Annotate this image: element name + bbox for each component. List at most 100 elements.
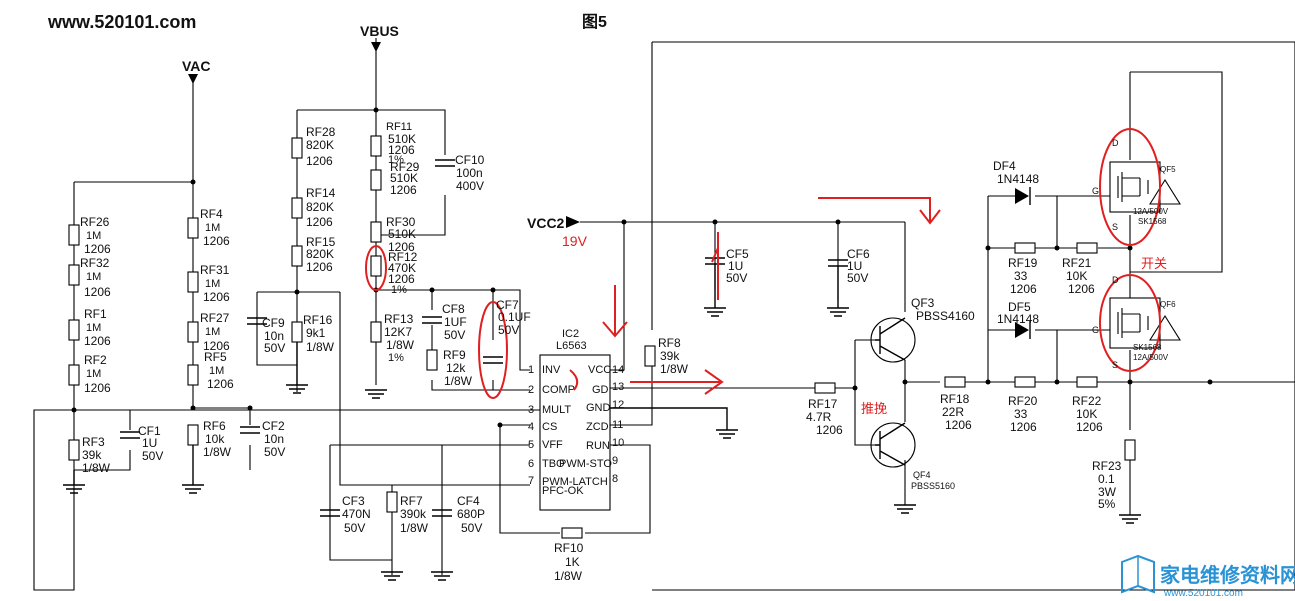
label-qf4: QF4 [913,470,931,480]
pkg-rf17: 1206 [816,423,843,437]
pkg-rf2: 1206 [84,381,111,395]
pkg-rf26: 1206 [84,242,111,256]
vcc2-arrow-icon [566,216,580,228]
pkg-rf19: 1206 [1010,282,1037,296]
label-cf6: CF6 [847,247,870,261]
note-push-pull: 推挽 [861,401,887,416]
label-rf5: RF5 [204,350,227,364]
diode-df5 [1015,321,1031,339]
value-cf8: 1UF [444,315,467,329]
power-rf23: 3W [1098,485,1117,499]
value-rf9: 12k [446,361,466,375]
value-rf22: 10K [1076,407,1097,421]
value-rf3: 39k [82,448,102,462]
ic-pin-num: 13 [612,381,624,393]
value-rf2: 1M [86,368,101,380]
red-annotations [365,128,1161,399]
ic-pin-num: 11 [612,419,623,431]
rating-cf8: 50V [444,328,465,342]
ic-pin-num: 8 [612,473,618,485]
ic-pins-right: 14 VCC 13 GD 12 GND 11 ZCD 10 RUN 9 PWM-… [542,364,624,488]
pkg-rf14: 1206 [306,215,333,229]
label-cf2: CF2 [262,419,285,433]
capacitor-plates [120,159,848,517]
ic-pin-name: VFF [542,439,563,451]
part-df5: 1N4148 [997,312,1039,326]
label-rf12: RF12 [388,250,418,264]
value-rf17: 4.7R [806,410,832,424]
value-cf2: 10n [264,432,284,446]
label-rf1: RF1 [84,307,107,321]
ic-pin-num: 2 [528,384,534,396]
pkg-rf7: 1/8W [400,521,429,535]
label-qf5: QF5 [1160,165,1176,174]
value-rf12: 470K [388,261,416,275]
value-rf29: 510K [390,171,418,185]
value-rf23: 0.1 [1098,472,1115,486]
value-rf31: 1M [205,278,220,290]
rating-cf3: 50V [344,521,365,535]
ic-pin-num: 12 [612,399,624,411]
label-cf1: CF1 [138,424,161,438]
ic-pin-name: COMP [542,384,575,396]
value-rf6: 10k [205,432,225,446]
part-qf3: PBSS4160 [916,309,975,323]
highlight-cf7 [478,301,508,399]
value-rf7: 390k [400,507,427,521]
value-rf11: 510K [388,132,416,146]
rating-cf6: 50V [847,271,868,285]
label-rf15: RF15 [306,235,336,249]
label-rf22: RF22 [1072,394,1102,408]
label-rf17: RF17 [808,397,838,411]
rating-qf5: 12A/500V [1133,207,1169,216]
pkg-rf9: 1/8W [444,374,473,388]
pkg-rf16: 1/8W [306,340,335,354]
red-arrow-down-icon [602,285,628,338]
ic-pin-num: 7 [528,475,534,487]
label-rf29: RF29 [390,160,420,174]
label-cf3: CF3 [342,494,365,508]
value-cf4: 680P [457,507,485,521]
tol-rf23: 5% [1098,497,1116,511]
label-cf5: CF5 [726,247,749,261]
red-mark-cf5 [711,232,719,300]
pkg-rf12: 1206 [388,272,415,286]
diode-df4 [1015,187,1031,205]
value-rf13: 12K7 [384,325,412,339]
ic-pin-name: MULT [542,404,571,416]
ic-pin-num: 9 [612,455,618,467]
label-rf26: RF26 [80,215,110,229]
label-rf3: RF3 [82,435,105,449]
value-rf8: 39k [660,349,680,363]
pin-d-qf6: D [1112,275,1119,285]
pkg-rf6: 1/8W [203,445,232,459]
label-rf4: RF4 [200,207,223,221]
value-rf21: 10K [1066,269,1087,283]
value-rf19: 33 [1014,269,1028,283]
pkg-rf22: 1206 [1076,420,1103,434]
label-rf16: RF16 [303,313,333,327]
logo-url: www.520101.com [1163,588,1243,599]
ic-pin-num: 6 [528,458,534,470]
transistor-qf3 [870,317,916,363]
label-rf6: RF6 [203,419,226,433]
value-rf14: 820K [306,200,334,214]
value-cf10: 100n [456,166,483,180]
note-switch: 开关 [1141,256,1167,271]
watermark-logo: 家电维修资料网 www.520101.com [1121,554,1295,599]
pkg-rf8: 1/8W [660,362,689,376]
label-rf19: RF19 [1008,256,1038,270]
value-rf15: 820K [306,247,334,261]
resistor-bodies [68,135,1136,539]
ic-pin-name: GND [586,402,611,414]
label-rf10: RF10 [554,541,584,555]
ic-ref: IC2 [562,328,579,340]
ic-l6563-body [539,354,611,511]
part-qf5: SK1568 [1138,217,1167,226]
pkg-rf13: 1/8W [386,338,415,352]
value-cf6: 1U [847,259,862,273]
label-qf6: QF6 [1160,300,1176,309]
pkg-rf11: 1206 [388,143,415,157]
rating-cf7: 50V [498,323,519,337]
